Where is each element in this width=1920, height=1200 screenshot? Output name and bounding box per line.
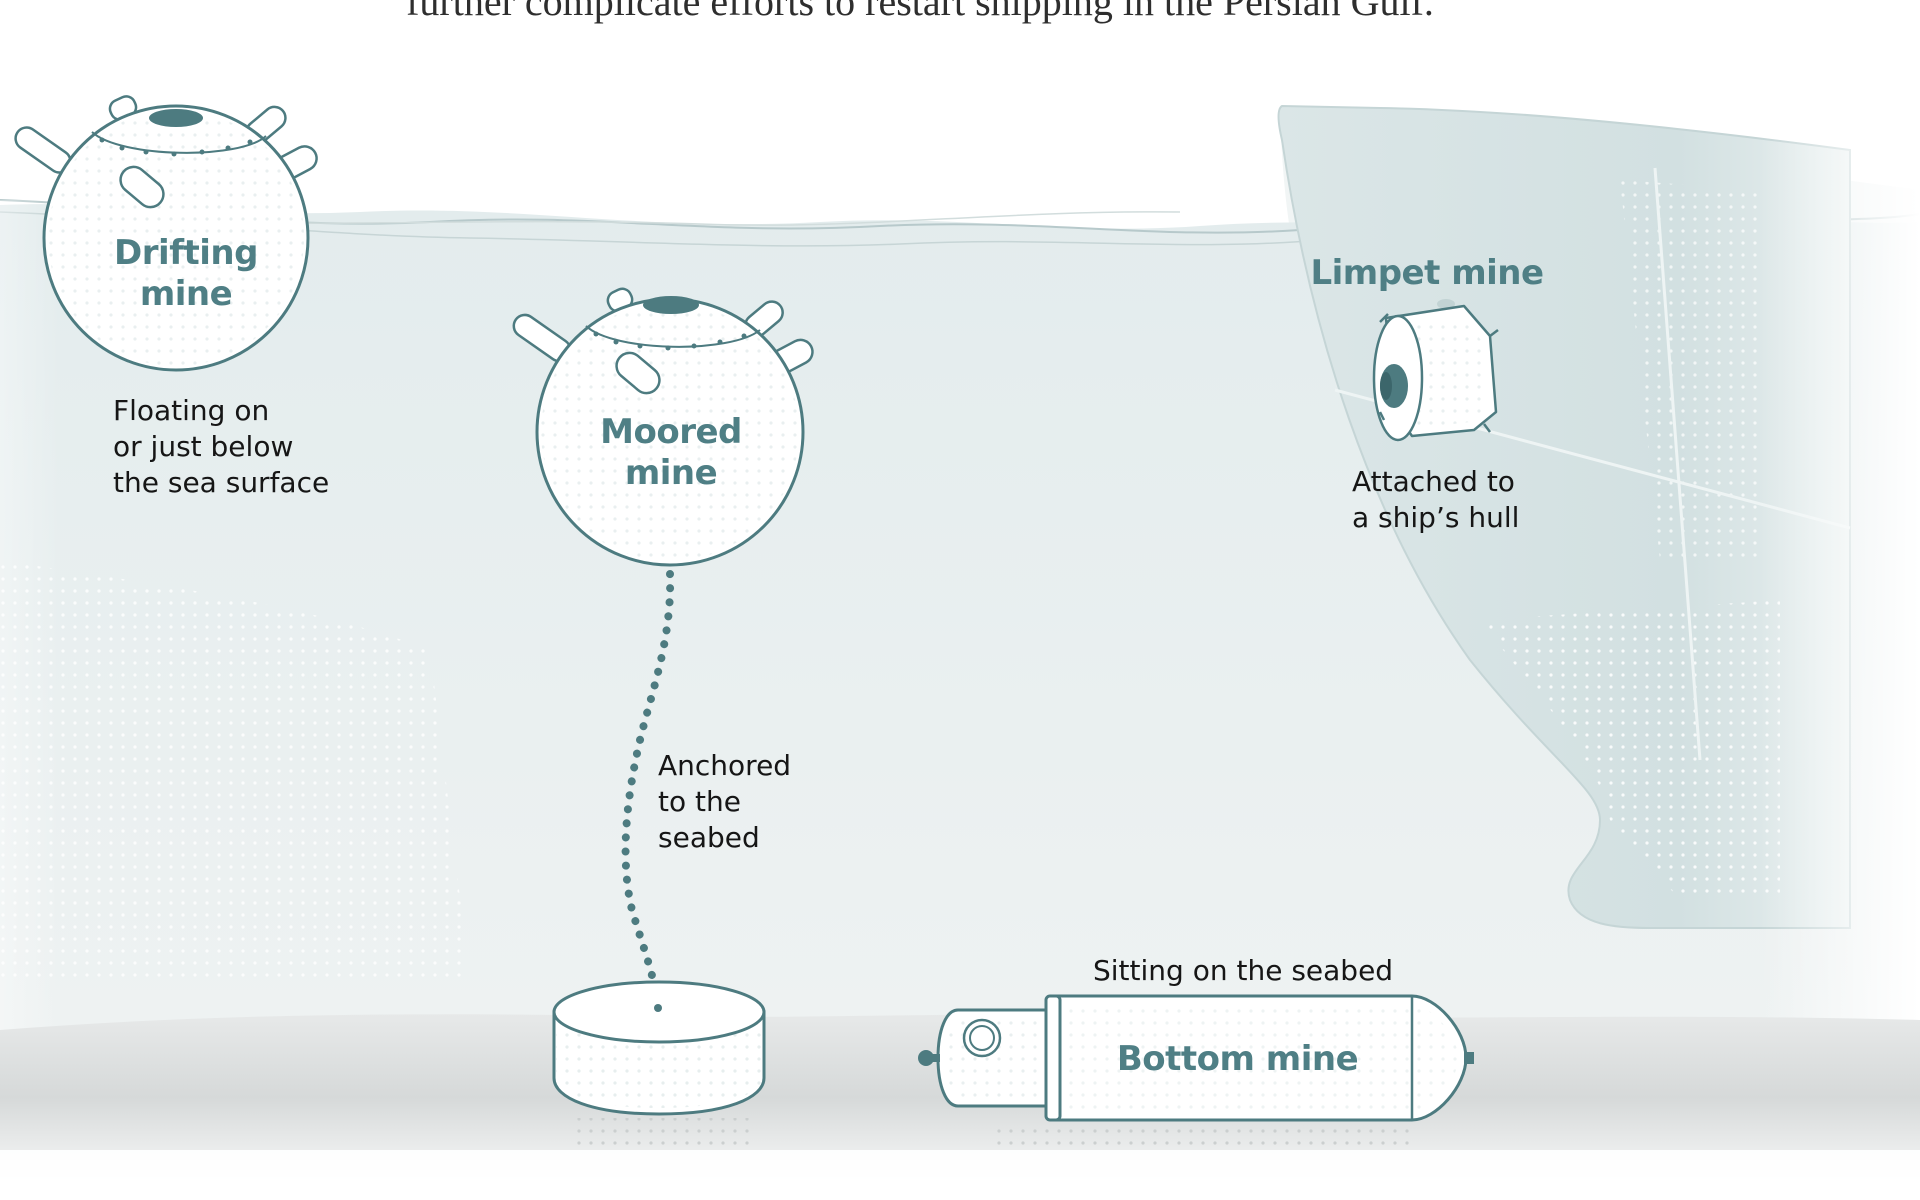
seabed-bottom-fade [0,1150,1920,1200]
hull-dot-texture [1620,180,1760,560]
drifting-mine-description-line: or just below [113,430,294,463]
right-fade [1760,100,1920,1040]
moored-mine-name-line: Moored [600,412,742,452]
limpet-mine-description: Attached to a ship’s hull [1352,464,1519,536]
drifting-mine-description: Floating on or just below the sea surfac… [113,393,329,501]
limpet-mine-name: Limpet mine [1310,253,1544,294]
moored-mine-description: Anchored to the seabed [658,748,791,856]
wave-line [199,211,1181,226]
limpet-mine-name-line: Limpet mine [1310,253,1544,293]
hull-seam-line [1653,167,1702,761]
drifting-mine-illustration [14,95,318,372]
moored-mine-illustration [512,287,814,1146]
drifting-mine-name-line: Drifting [114,233,258,273]
hull-dot-texture [1480,600,1780,900]
water-dot-texture [0,560,470,980]
bottom-mine-description: Sitting on the seabed [1093,953,1393,989]
intro-sentence: further complicate efforts to restart sh… [406,0,1434,24]
bottom-mine-name: Bottom mine [1115,1039,1360,1080]
drifting-mine-description-line: the sea surface [113,466,330,499]
limpet-mine-description-line: Attached to [1352,465,1515,498]
moored-mine-description-line: seabed [658,821,760,854]
drifting-mine-description-line: Floating on [113,394,270,427]
moored-mine-name: Moored mine [581,412,761,494]
drifting-mine-name: Drifting mine [96,233,276,315]
bottom-mine-description-line: Sitting on the seabed [1093,954,1394,987]
moored-mine-name-line: mine [624,453,718,493]
moored-mine-description-line: to the [658,785,741,818]
left-fade [0,200,60,1040]
limpet-mine-illustration [1372,299,1499,442]
limpet-mine-description-line: a ship’s hull [1352,501,1520,534]
bottom-mine-illustration [918,994,1474,1148]
drifting-mine-name-line: mine [139,274,233,314]
moored-mine-description-line: Anchored [658,749,792,782]
bottom-mine-name-line: Bottom mine [1116,1039,1359,1079]
